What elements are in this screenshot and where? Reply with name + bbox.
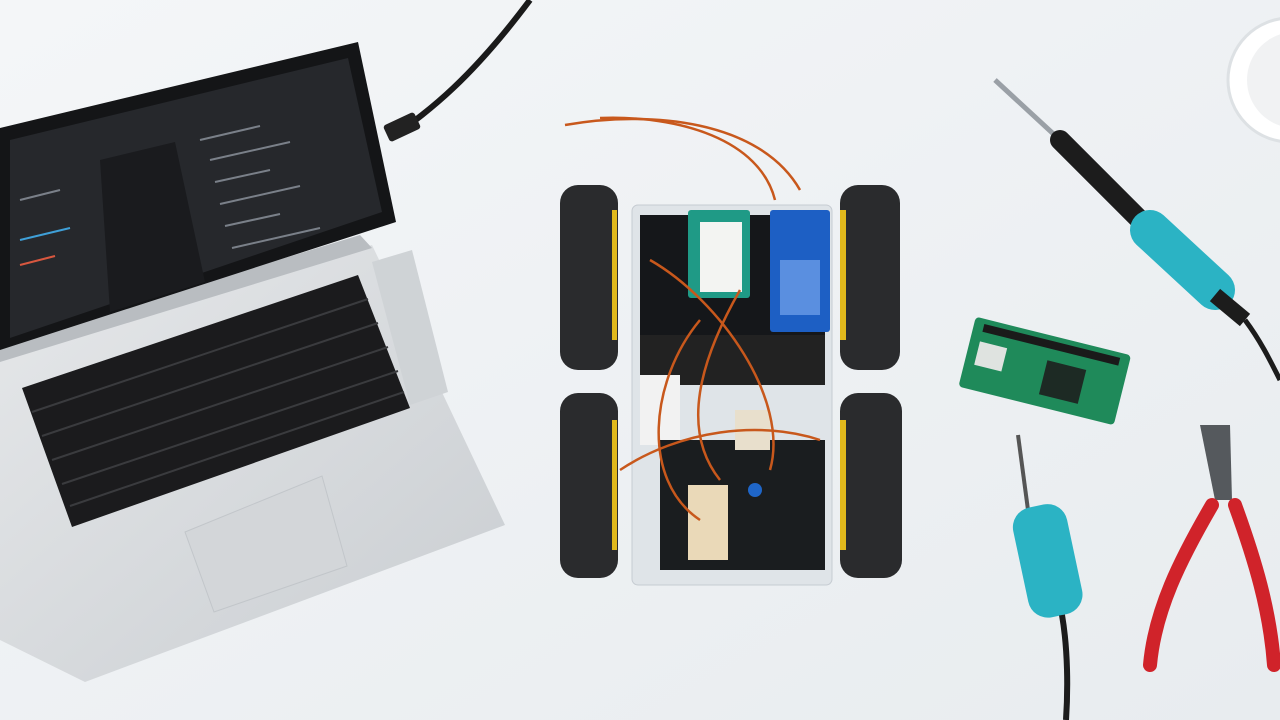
display-screen (700, 222, 742, 292)
microcontroller-board (959, 317, 1131, 425)
cable-plug (383, 112, 421, 142)
screwdriver (1012, 434, 1083, 720)
wheel-rear-left (560, 393, 618, 578)
rf-module (974, 341, 1008, 372)
capacitor-module (688, 485, 728, 560)
wheel-front-right (840, 185, 900, 370)
chip (1038, 360, 1087, 404)
pliers (1143, 425, 1280, 672)
robot-car (560, 116, 902, 586)
pin-header (982, 323, 1121, 366)
arduino-headers (780, 260, 820, 315)
code-editor (10, 58, 382, 338)
wheel-front-left (560, 185, 618, 370)
wheels (560, 185, 902, 578)
lower-electronics (660, 440, 825, 570)
speaker-grille (372, 250, 448, 405)
code-lines (19, 125, 321, 266)
keyboard-key-grid (31, 298, 405, 507)
editor-sidebar (100, 142, 205, 312)
wheel-rear-right (840, 393, 902, 578)
wiring (564, 116, 821, 522)
trackpad (184, 475, 348, 613)
cup-inside (1247, 34, 1280, 126)
soldering-iron (993, 78, 1280, 382)
laptop (0, 42, 505, 682)
laptop-hinge (0, 235, 372, 362)
blue-capacitor (748, 483, 762, 497)
